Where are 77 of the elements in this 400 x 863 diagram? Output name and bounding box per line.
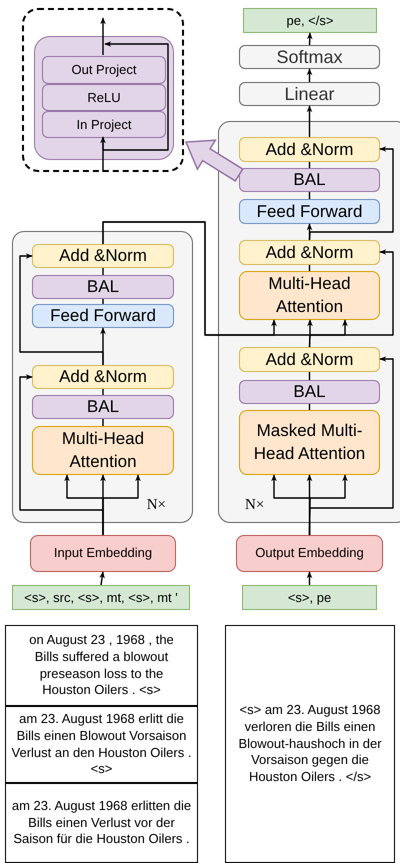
arrow xyxy=(308,146,394,240)
block-label: Softmax xyxy=(276,46,343,68)
block-label: Multi-Head Attention xyxy=(60,428,146,472)
block-label: Masked Multi-Head Attention xyxy=(252,420,366,464)
arrow xyxy=(306,571,312,585)
arrow xyxy=(19,253,104,365)
embedding-box xyxy=(30,535,176,572)
block-label: Multi-Head Attention xyxy=(267,273,352,318)
layer-box xyxy=(42,84,166,111)
output-token-box xyxy=(243,8,377,33)
layer-box xyxy=(32,304,174,328)
block-label: Linear xyxy=(284,82,335,106)
repeat-label: N× xyxy=(146,496,166,514)
layer-box xyxy=(239,347,380,372)
block-label: <s>, src, <s>, mt, <s>, mt ' xyxy=(24,588,178,607)
layer-box xyxy=(239,380,380,404)
block-label: Add &Norm xyxy=(59,366,147,388)
input-token-box xyxy=(242,585,377,610)
block-label: BAL xyxy=(293,381,326,404)
arrow xyxy=(308,249,394,348)
layer-box xyxy=(32,244,174,268)
sentence-box xyxy=(5,625,198,706)
arrow xyxy=(99,571,105,586)
block-label: In Project xyxy=(76,116,132,134)
input-token-box xyxy=(12,585,190,610)
block-label: Input Embedding xyxy=(54,545,152,562)
block-label: am 23. August 1968 erlitt die Bills einen Blowout Vorsaison Verlust an den Houston Oilers . <s> xyxy=(10,710,192,778)
module-box xyxy=(34,36,174,160)
layer-box xyxy=(239,45,380,69)
decoder-frame xyxy=(218,121,400,523)
block-label: Add &Norm xyxy=(59,245,147,268)
layer-box xyxy=(42,56,166,84)
dashed-group-frame xyxy=(22,8,184,172)
repeat-label: N× xyxy=(245,496,264,514)
sentence-box xyxy=(5,783,198,863)
block-label: BAL xyxy=(86,276,120,298)
block-label: Feed Forward xyxy=(256,200,362,223)
arrow xyxy=(306,105,312,137)
arrow xyxy=(308,356,394,536)
arrow xyxy=(306,32,313,46)
block-label: Feed Forward xyxy=(50,305,156,328)
layer-box xyxy=(239,168,380,192)
block-label: <s>, pe xyxy=(288,588,332,607)
block-label: on August 23 , 1968 , the Bills suffered a blowout preseason loss to the Houston Oilers . <s> xyxy=(28,632,175,700)
block-label: <s> am 23. August 1968 verloren die Bills einen Blowout-haushoch in der Vorsaison gegen die Houston Oilers . </s> xyxy=(237,702,383,786)
layer-box xyxy=(32,275,174,299)
layer-box xyxy=(239,199,380,224)
attention-box xyxy=(239,271,380,320)
layer-box xyxy=(42,111,166,138)
block-label: Add &Norm xyxy=(266,242,354,264)
block-label: Add &Norm xyxy=(266,348,354,371)
block-label: pe, </s> xyxy=(286,12,334,30)
block-label: BAL xyxy=(293,169,326,192)
sentence-box xyxy=(225,625,395,863)
block-arrow xyxy=(184,139,244,182)
block-label: BAL xyxy=(86,396,120,418)
embedding-box xyxy=(236,535,383,572)
arrow xyxy=(306,68,312,82)
block-label: ReLU xyxy=(87,88,121,107)
arrow xyxy=(100,136,106,172)
encoder-frame xyxy=(12,231,193,523)
block-label: Out Project xyxy=(71,61,137,80)
sentence-box xyxy=(5,706,198,783)
arrow xyxy=(102,41,169,151)
attention-box xyxy=(32,426,174,475)
block-label: Add &Norm xyxy=(266,138,354,161)
attention-box xyxy=(239,410,380,475)
layer-box xyxy=(239,82,380,106)
layer-box xyxy=(239,137,380,162)
layer-box xyxy=(239,240,380,265)
layer-box xyxy=(32,395,174,419)
block-label: Output Embedding xyxy=(255,545,364,562)
arrow xyxy=(100,17,106,55)
arrow xyxy=(19,374,104,535)
layer-box xyxy=(32,365,174,389)
block-label: am 23. August 1968 erlitten die Bills einen Verlust vor der Saison für die Houston Oilers . xyxy=(10,798,192,848)
arrow xyxy=(102,221,313,336)
